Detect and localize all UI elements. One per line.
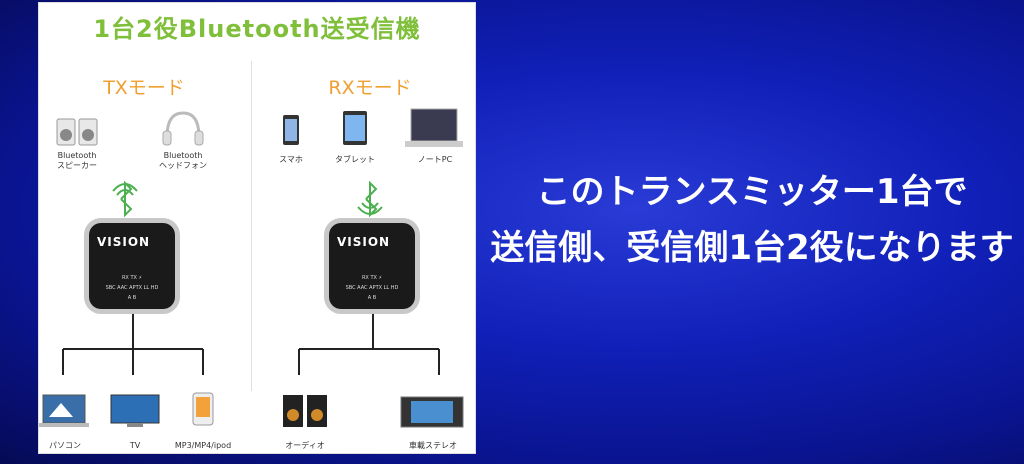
audio-speaker-icon: [283, 395, 327, 427]
notebook-pc-icon: [405, 108, 463, 147]
rx-source-label-notebook: ノートPC: [417, 155, 453, 164]
device-indicator-row1: RX TX ⚡: [361, 275, 383, 281]
bluetooth-tx-icon: [112, 180, 138, 218]
tx-source-label-speaker: Bluetooth スピーカー: [57, 151, 97, 170]
bluetooth-rx-icon: [357, 180, 383, 218]
tx-output-label-ipod: MP3/MP4/ipod: [174, 441, 232, 450]
product-panel: 1台2役Bluetooth送受信機 TXモード: [38, 2, 476, 454]
ipod-icon: [192, 392, 214, 426]
rx-source-label-tablet: タブレット: [335, 155, 375, 164]
tx-cable-icon: [62, 313, 204, 375]
tv-icon: [110, 394, 160, 427]
device-logo: VISION: [97, 235, 151, 249]
headphone-icon: [162, 111, 204, 146]
tx-mode-label: TXモード: [103, 77, 185, 99]
tx-output-label-tv: TV: [129, 441, 141, 450]
tx-device: VISION RX TX ⚡ SBC AAC APTX LL HD A B: [89, 223, 175, 309]
speaker-icon: [56, 118, 98, 146]
device-indicator-row2: SBC AAC APTX LL HD: [345, 285, 399, 291]
tx-source-label-headphone: Bluetooth ヘッドフォン: [159, 151, 207, 170]
rx-device: VISION RX TX ⚡ SBC AAC APTX LL HD A B: [329, 223, 415, 309]
tablet-icon: [343, 111, 367, 145]
smartphone-icon: [283, 115, 299, 145]
device-indicator-row1: RX TX ⚡: [121, 275, 143, 281]
laptop-icon: [39, 394, 89, 427]
panel-title: 1台2役Bluetooth送受信機: [93, 15, 421, 43]
rx-cable-icon: [298, 313, 440, 375]
device-logo: VISION: [337, 235, 391, 249]
mode-divider: [251, 61, 252, 391]
device-indicator-row3: A B: [367, 295, 377, 301]
car-stereo-icon: [400, 396, 464, 428]
rx-output-label-car-stereo: 車載ステレオ: [409, 441, 457, 450]
diagram-graphics: [39, 108, 464, 428]
device-indicator-row2: SBC AAC APTX LL HD: [105, 285, 159, 291]
rx-mode-label: RXモード: [328, 77, 412, 99]
rx-source-label-smartphone: スマホ: [279, 155, 303, 164]
caption-line-1: このトランスミッター1台で: [536, 172, 968, 212]
tx-output-label-pc: パソコン: [49, 441, 81, 450]
device-indicator-row3: A B: [127, 295, 137, 301]
rx-output-label-audio: オーディオ: [285, 441, 325, 450]
caption-line-2: 送信側、受信側1台2役になります: [490, 228, 1014, 268]
